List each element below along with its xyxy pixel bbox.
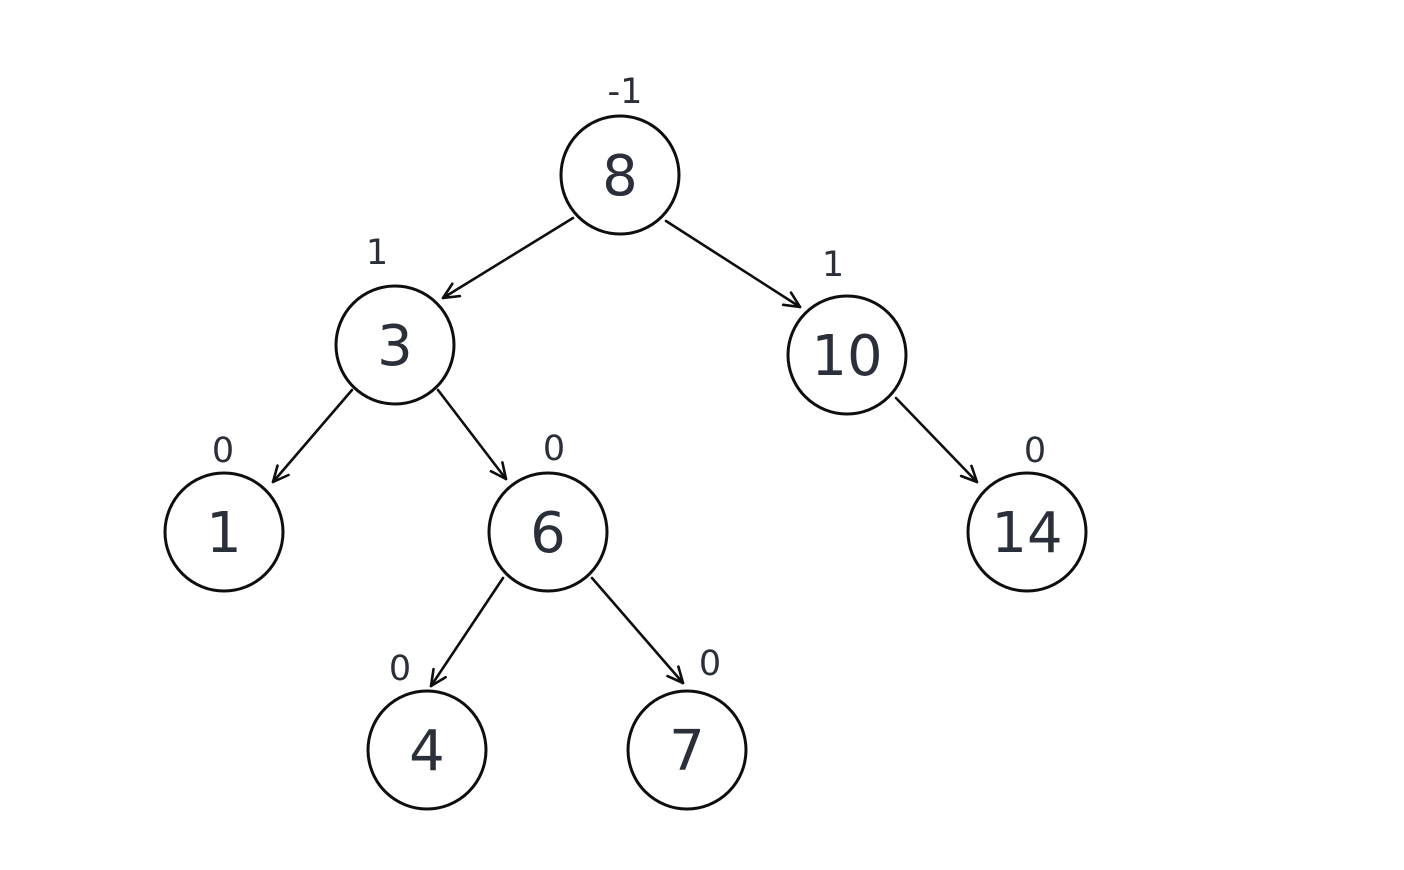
edge-line [590, 576, 685, 685]
tree-edge-3-6 [436, 388, 508, 481]
tree-edge-3-1 [271, 388, 354, 484]
tree-edge-8-10 [664, 219, 802, 309]
node-circle [334, 284, 456, 406]
arrowhead-icon [666, 665, 685, 685]
edge-line [436, 388, 508, 481]
tree-edge-6-4 [429, 576, 505, 688]
arrowhead-icon [781, 291, 802, 309]
tree-edges-layer [271, 216, 979, 688]
arrowhead-icon [429, 667, 447, 688]
node-circle [966, 471, 1088, 593]
edge-line [664, 219, 802, 309]
node-value: 3 [377, 314, 413, 379]
edge-line [894, 396, 979, 484]
node-value: 6 [530, 501, 566, 566]
tree-edge-10-14 [894, 396, 979, 484]
node-value: 4 [409, 719, 445, 784]
tree-edge-8-3 [441, 216, 575, 300]
node-circle [163, 471, 285, 593]
balance-factor-label: 1 [822, 245, 844, 285]
arrowhead-icon [271, 464, 290, 484]
arrowhead-icon [959, 464, 979, 484]
tree-node-4: 40 [366, 649, 488, 811]
tree-node-10: 10 1 [786, 245, 908, 416]
balance-factor-label: 0 [389, 649, 411, 689]
balance-factor-label: 0 [212, 431, 234, 471]
balance-factor-label: 1 [366, 233, 388, 273]
arrowhead-icon [489, 461, 508, 481]
edge-line [429, 576, 505, 688]
arrowhead-icon [441, 282, 462, 300]
node-value: 14 [991, 501, 1062, 566]
edge-line [441, 216, 575, 300]
balance-factor-label: -1 [608, 72, 643, 112]
node-circle [786, 294, 908, 416]
node-value: 10 [811, 324, 882, 389]
tree-node-7: 70 [626, 644, 748, 811]
node-value: 7 [669, 719, 705, 784]
tree-node-3: 31 [334, 233, 456, 406]
tree-node-6: 60 [487, 429, 609, 593]
tree-node-14: 14 0 [966, 431, 1088, 593]
balance-factor-label: 0 [543, 429, 565, 469]
node-circle [559, 114, 681, 236]
node-circle [487, 471, 609, 593]
node-value: 8 [602, 144, 638, 209]
tree-edge-6-7 [590, 576, 685, 685]
node-circle [626, 689, 748, 811]
balance-factor-label: 0 [1024, 431, 1046, 471]
balance-factor-label: 0 [699, 644, 721, 684]
node-value: 1 [206, 501, 242, 566]
node-circle [366, 689, 488, 811]
tree-node-1: 10 [163, 431, 285, 593]
tree-node-8: 8 -1 [559, 72, 681, 236]
edge-line [271, 388, 354, 484]
